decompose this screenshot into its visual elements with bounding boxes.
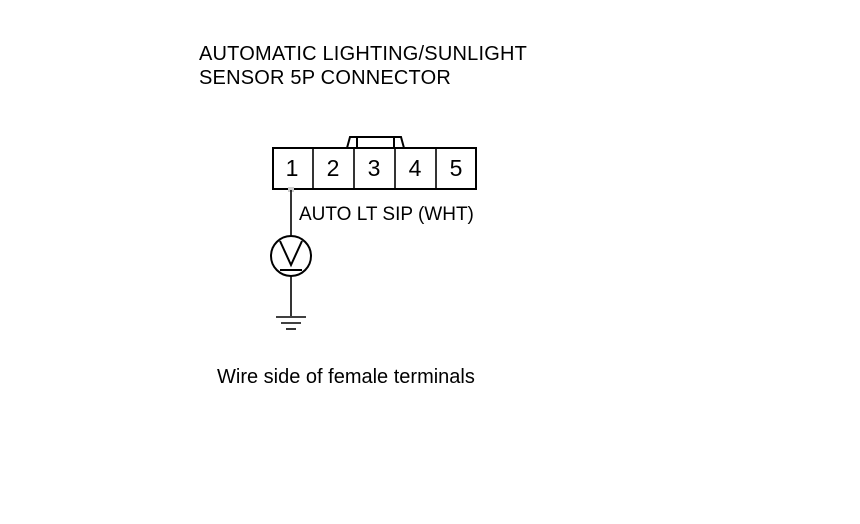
wire-label: AUTO LT SIP (WHT) (299, 204, 474, 225)
diagram-title: AUTOMATIC LIGHTING/SUNLIGHT SENSOR 5P CO… (199, 42, 527, 90)
pin-dividers (312, 148, 437, 189)
diagram-caption: Wire side of female terminals (217, 366, 475, 388)
pin-1-terminal-marker (288, 187, 294, 192)
connector-lock-tab (346, 136, 405, 149)
connector-body (272, 147, 477, 190)
pin-5-label: 5 (450, 155, 463, 181)
pin-4-label: 4 (409, 155, 422, 181)
pin-3-label: 3 (368, 155, 381, 181)
title-line-2: SENSOR 5P CONNECTOR (199, 67, 452, 89)
voltmeter-icon (270, 235, 312, 277)
ground-icon (276, 316, 306, 330)
title-line-1: AUTOMATIC LIGHTING/SUNLIGHT (199, 43, 528, 65)
pin-1-label: 1 (286, 155, 299, 181)
pin-2-label: 2 (327, 155, 340, 181)
